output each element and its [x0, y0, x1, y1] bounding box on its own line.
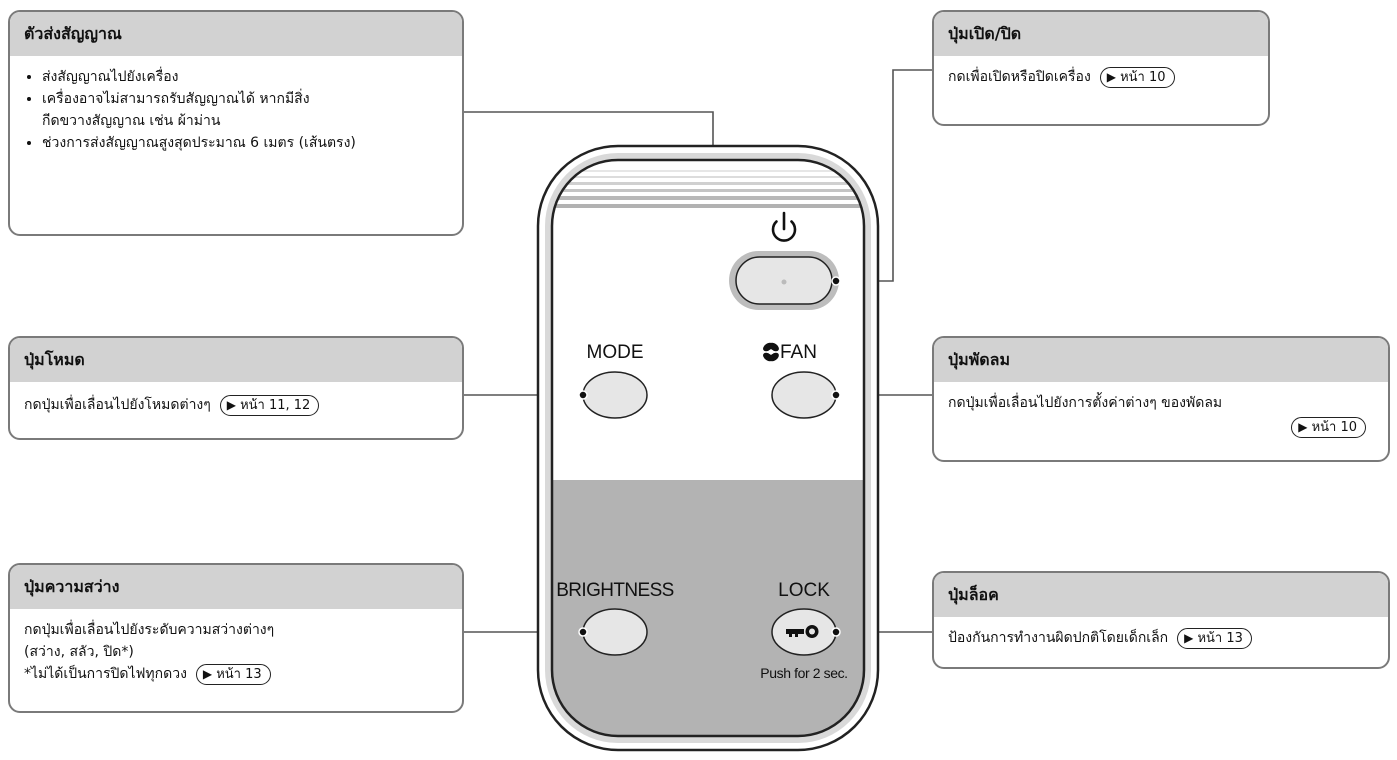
page-ref[interactable]: ▶ หน้า 13	[1177, 628, 1252, 649]
callout-text: (สว่าง, สลัว, ปิด*)	[24, 644, 134, 660]
mode-button[interactable]	[582, 371, 648, 419]
transmitter-list: ส่งสัญญาณไปยังเครื่อง เครื่องอาจไม่สามาร…	[24, 66, 448, 154]
fan-icon	[763, 342, 779, 362]
callout-fan: ปุ่มพัดลม กดปุ่มเพื่อเลื่อนไปยังการตั้งค…	[932, 336, 1390, 462]
callout-title: ตัวส่งสัญญาณ	[10, 12, 462, 56]
key-icon	[786, 625, 819, 638]
callout-text: กดปุ่มเพื่อเลื่อนไปยังโหมดต่างๆ	[24, 397, 211, 413]
callout-title: ปุ่มโหมด	[10, 338, 462, 382]
callout-power: ปุ่มเปิด/ปิด กดเพื่อเปิดหรือปิดเครื่อง ▶…	[932, 10, 1270, 126]
lock-label: LOCK	[778, 580, 830, 601]
list-item: ส่งสัญญาณไปยังเครื่อง	[42, 66, 448, 88]
brightness-button[interactable]	[582, 608, 648, 656]
callout-text: ป้องกันการทำงานผิดปกติโดยเด็กเล็ก	[948, 630, 1169, 646]
callout-title: ปุ่มเปิด/ปิด	[934, 12, 1268, 56]
page-ref[interactable]: ▶ หน้า 10	[1291, 417, 1366, 438]
transmitter-window	[552, 160, 864, 212]
page-ref-label: หน้า 13	[216, 667, 262, 682]
play-icon: ▶	[1184, 631, 1194, 645]
page-ref-label: หน้า 10	[1311, 420, 1357, 435]
callout-title: ปุ่มความสว่าง	[10, 565, 462, 609]
power-icon	[771, 211, 797, 242]
callout-text: กดปุ่มเพื่อเลื่อนไปยังการตั้งค่าต่างๆ ขอ…	[948, 395, 1223, 411]
page-ref-label: หน้า 13	[1197, 631, 1243, 646]
mode-label: MODE	[586, 342, 644, 363]
brightness-label: BRIGHTNESS	[556, 580, 674, 601]
callout-mode: ปุ่มโหมด กดปุ่มเพื่อเลื่อนไปยังโหมดต่างๆ…	[8, 336, 464, 440]
lower-panel	[552, 480, 864, 736]
power-button[interactable]	[729, 251, 839, 310]
page-ref-label: หน้า 11, 12	[240, 398, 311, 413]
lock-hint: Push for 2 sec.	[760, 665, 848, 681]
page-ref[interactable]: ▶ หน้า 10	[1099, 67, 1175, 88]
list-item: ช่วงการส่งสัญญาณสูงสุดประมาณ 6 เมตร (เส้…	[42, 132, 448, 154]
callout-brightness: ปุ่มความสว่าง กดปุ่มเพื่อเลื่อนไปยังระดั…	[8, 563, 464, 713]
fan-button[interactable]	[771, 371, 837, 419]
callout-text: กดปุ่มเพื่อเลื่อนไปยังระดับความสว่างต่าง…	[24, 622, 275, 638]
list-item: เครื่องอาจไม่สามารถรับสัญญาณได้ หากมีสิ่…	[42, 88, 448, 132]
callout-transmitter: ตัวส่งสัญญาณ ส่งสัญญาณไปยังเครื่อง เครื่…	[8, 10, 464, 236]
callout-lock: ปุ่มล็อค ป้องกันการทำงานผิดปกติโดยเด็กเล…	[932, 571, 1390, 669]
play-icon: ▶	[1298, 420, 1308, 434]
callout-note: *ไม่ได้เป็นการปิดไฟทุกดวง	[24, 666, 187, 682]
play-icon: ▶	[226, 398, 236, 412]
callout-text: กดเพื่อเปิดหรือปิดเครื่อง	[948, 69, 1091, 85]
callout-title: ปุ่มพัดลม	[934, 338, 1388, 382]
callout-title: ปุ่มล็อค	[934, 573, 1388, 617]
page-ref[interactable]: ▶ หน้า 11, 12	[219, 395, 320, 416]
play-icon: ▶	[1106, 70, 1116, 84]
page-ref[interactable]: ▶ หน้า 13	[195, 664, 271, 685]
fan-label: FAN	[780, 342, 817, 363]
page-ref-label: หน้า 10	[1120, 70, 1166, 85]
play-icon: ▶	[202, 667, 213, 681]
